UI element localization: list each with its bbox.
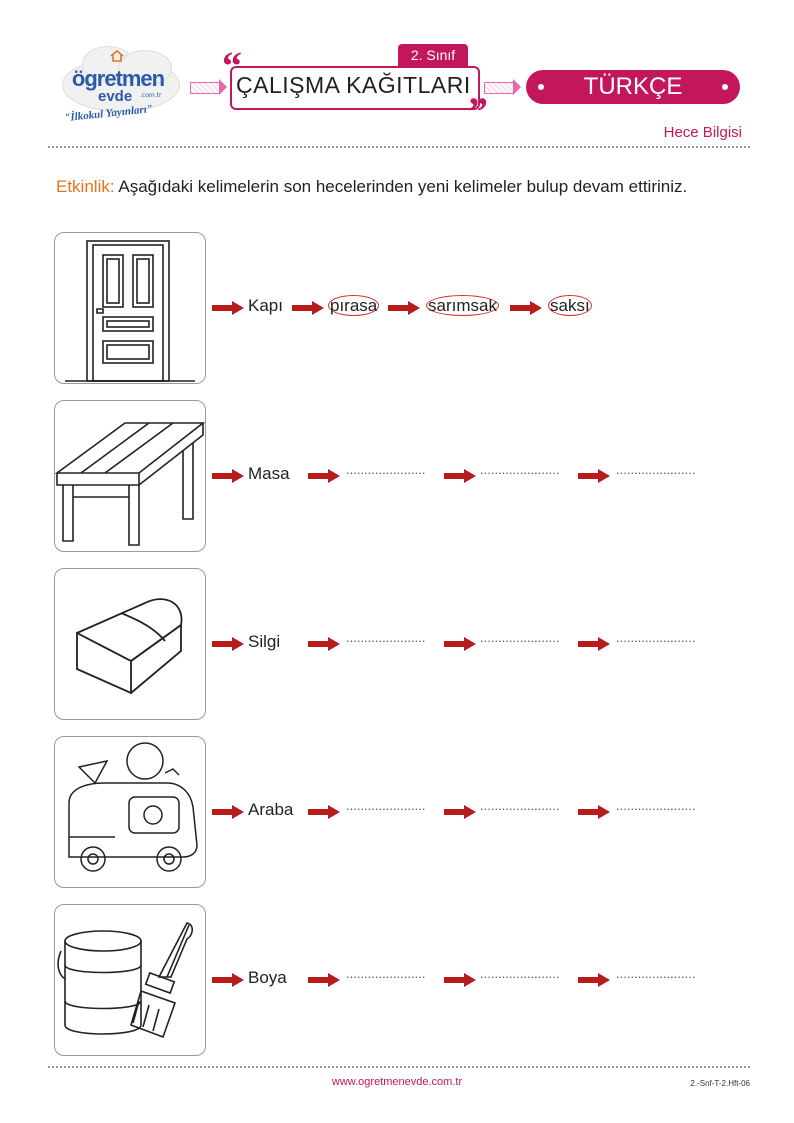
arrow-right-icon	[308, 469, 340, 483]
title-frame	[230, 66, 480, 110]
start-word: Silgi	[248, 632, 281, 651]
bullet-icon	[722, 84, 728, 90]
image-card-eraser	[54, 568, 206, 720]
chevron-right-icon	[484, 79, 521, 95]
arrow-right-icon	[212, 469, 244, 483]
divider	[48, 146, 750, 148]
blank-line[interactable]: ......................	[346, 630, 426, 645]
arrow-right-icon	[578, 805, 610, 819]
blank-line[interactable]: ......................	[346, 966, 426, 981]
eraser-icon	[76, 598, 183, 695]
blank-line[interactable]: ......................	[346, 462, 426, 477]
arrow-right-icon	[308, 973, 340, 987]
arrow-right-icon	[212, 637, 244, 651]
arrow-right-icon	[212, 301, 244, 315]
instruction-text: Aşağıdaki kelimelerin son hecelerinden y…	[114, 177, 688, 196]
start-word: Araba	[248, 800, 294, 819]
word-row-5: Boya ...................... ............…	[212, 966, 732, 994]
arrow-right-icon	[212, 973, 244, 987]
image-card-car	[54, 736, 206, 888]
grade-tab: 2. Sınıf	[398, 44, 468, 66]
logo-title: ögretmen	[71, 66, 165, 91]
image-card-paint	[54, 904, 206, 1056]
logo-cloud	[118, 50, 172, 86]
paint-bucket-brush-icon	[57, 922, 194, 1039]
answer-word: sarımsak	[426, 295, 499, 316]
quote-close-icon: ”	[468, 89, 488, 134]
blank-line[interactable]: ......................	[616, 798, 696, 813]
blank-line[interactable]: ......................	[480, 966, 560, 981]
word-row-2: Masa ...................... ............…	[212, 462, 732, 490]
start-word: Kapı	[248, 296, 283, 315]
table-icon	[54, 422, 206, 546]
topic-label: Hece Bilgisi	[663, 124, 742, 141]
answer-word: pırasa	[328, 295, 380, 316]
answer-text: saksı	[548, 295, 592, 316]
arrow-right-icon	[388, 301, 420, 315]
chevron-right-icon	[190, 79, 227, 95]
answer-text: sarımsak	[426, 295, 499, 316]
blank-line[interactable]: ......................	[616, 630, 696, 645]
blank-line[interactable]: ......................	[480, 630, 560, 645]
word-row-1: Kapı pırasa sarımsak saksı	[212, 295, 772, 322]
quote-open-icon: “	[222, 43, 242, 88]
logo[interactable]: ögretmen evde .com.tr "İlkokul Yayınları…	[58, 40, 188, 130]
word-row-4: Araba ...................... ...........…	[212, 798, 732, 826]
word-row-3: Silgi ...................... ...........…	[212, 630, 732, 658]
arrow-right-icon	[578, 469, 610, 483]
arrow-right-icon	[444, 973, 476, 987]
blank-line[interactable]: ......................	[616, 966, 696, 981]
bullet-icon	[538, 84, 544, 90]
page-title: ÇALIŞMA KAĞITLARI	[236, 72, 471, 98]
blank-line[interactable]: ......................	[346, 798, 426, 813]
blank-line[interactable]: ......................	[616, 462, 696, 477]
image-card-table	[54, 400, 206, 552]
logo-domain: .com.tr	[140, 92, 162, 99]
footer-code: 2.-Snf-T-2.Hft-06	[690, 1079, 750, 1088]
arrow-right-icon	[308, 637, 340, 651]
arrow-right-icon	[292, 301, 324, 315]
logo-sub: evde	[98, 88, 133, 105]
blank-line[interactable]: ......................	[480, 798, 560, 813]
arrow-right-icon	[578, 973, 610, 987]
start-word: Masa	[248, 464, 290, 483]
blank-line[interactable]: ......................	[480, 462, 560, 477]
start-word: Boya	[248, 968, 287, 987]
arrow-right-icon	[444, 469, 476, 483]
door-icon	[65, 240, 195, 382]
answer-word: saksı	[548, 295, 592, 316]
arrow-right-icon	[510, 301, 542, 315]
arrow-right-icon	[308, 805, 340, 819]
subject-badge: TÜRKÇE	[526, 70, 740, 104]
arrow-right-icon	[212, 805, 244, 819]
ice-cream-truck-icon	[68, 742, 198, 872]
subject-label: TÜRKÇE	[583, 73, 683, 100]
arrow-right-icon	[444, 637, 476, 651]
image-card-door	[54, 232, 206, 384]
divider	[48, 1066, 750, 1068]
house-icon	[110, 50, 124, 62]
instruction-label: Etkinlik:	[56, 177, 115, 196]
arrow-right-icon	[578, 637, 610, 651]
answer-text: pırasa	[328, 295, 380, 316]
footer-url[interactable]: www.ogretmenevde.com.tr	[331, 1076, 463, 1088]
arrow-right-icon	[444, 805, 476, 819]
instruction: Etkinlik: Aşağıdaki kelimelerin son hece…	[56, 174, 746, 200]
